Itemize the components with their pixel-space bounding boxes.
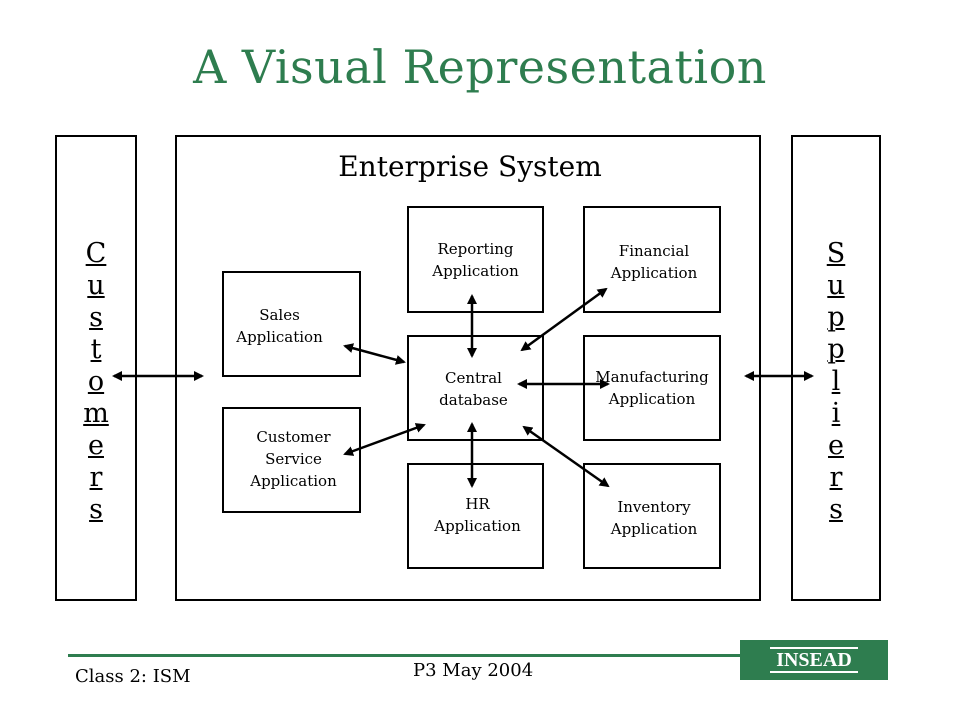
customers-letter: e — [88, 430, 104, 461]
financial-arrow — [520, 287, 608, 352]
customers-letter: m — [83, 398, 109, 429]
footer-class-label: Class 2: ISM — [75, 666, 191, 687]
insead-logo-text: INSEAD — [770, 647, 858, 673]
customers-letter: u — [87, 270, 105, 301]
page-title: A Visual Representation — [193, 40, 767, 94]
customers-label: C u s t o m e r s — [55, 238, 137, 526]
suppliers-letter: p — [827, 334, 845, 365]
enterprise-system-title: Enterprise System — [338, 150, 602, 183]
customers-box — [55, 135, 137, 601]
inventory-application-label: Inventory Application — [610, 498, 698, 538]
insead-logo: INSEAD — [740, 640, 888, 680]
sales-arrow — [343, 343, 406, 365]
footer-divider — [68, 654, 740, 657]
customer-service-arrow — [343, 423, 426, 456]
central-database-label: Central database — [439, 369, 508, 409]
suppliers-letter: r — [829, 462, 843, 493]
hr-application-label: HR Application — [434, 495, 521, 535]
customer-service-application-label: Customer Service Application — [250, 428, 337, 490]
sales-application-label: Sales Application — [236, 306, 323, 346]
customer-service-application-box — [222, 407, 361, 513]
manufacturing-application-label: Manufacturing Application — [595, 368, 709, 408]
customers-letter: s — [89, 302, 103, 333]
financial-application-label: Financial Application — [610, 242, 698, 282]
footer-date: P3 May 2004 — [413, 660, 534, 681]
suppliers-letter: l — [831, 366, 841, 397]
suppliers-letter: u — [827, 270, 845, 301]
customers-letter: r — [89, 462, 103, 493]
reporting-application-label: Reporting Application — [432, 240, 519, 280]
suppliers-letter: p — [827, 302, 845, 333]
suppliers-label: S u p p l i e r s — [791, 238, 881, 526]
suppliers-letter: S — [826, 238, 846, 269]
customers-letter: o — [87, 366, 105, 397]
customers-letter: s — [89, 494, 103, 525]
inventory-arrow — [522, 425, 610, 488]
sales-application-box — [222, 271, 361, 377]
customers-letter: C — [85, 238, 107, 269]
suppliers-letter: s — [829, 494, 843, 525]
suppliers-letter: i — [831, 398, 841, 429]
customers-letter: t — [90, 334, 102, 365]
suppliers-letter: e — [828, 430, 844, 461]
suppliers-box — [791, 135, 881, 601]
